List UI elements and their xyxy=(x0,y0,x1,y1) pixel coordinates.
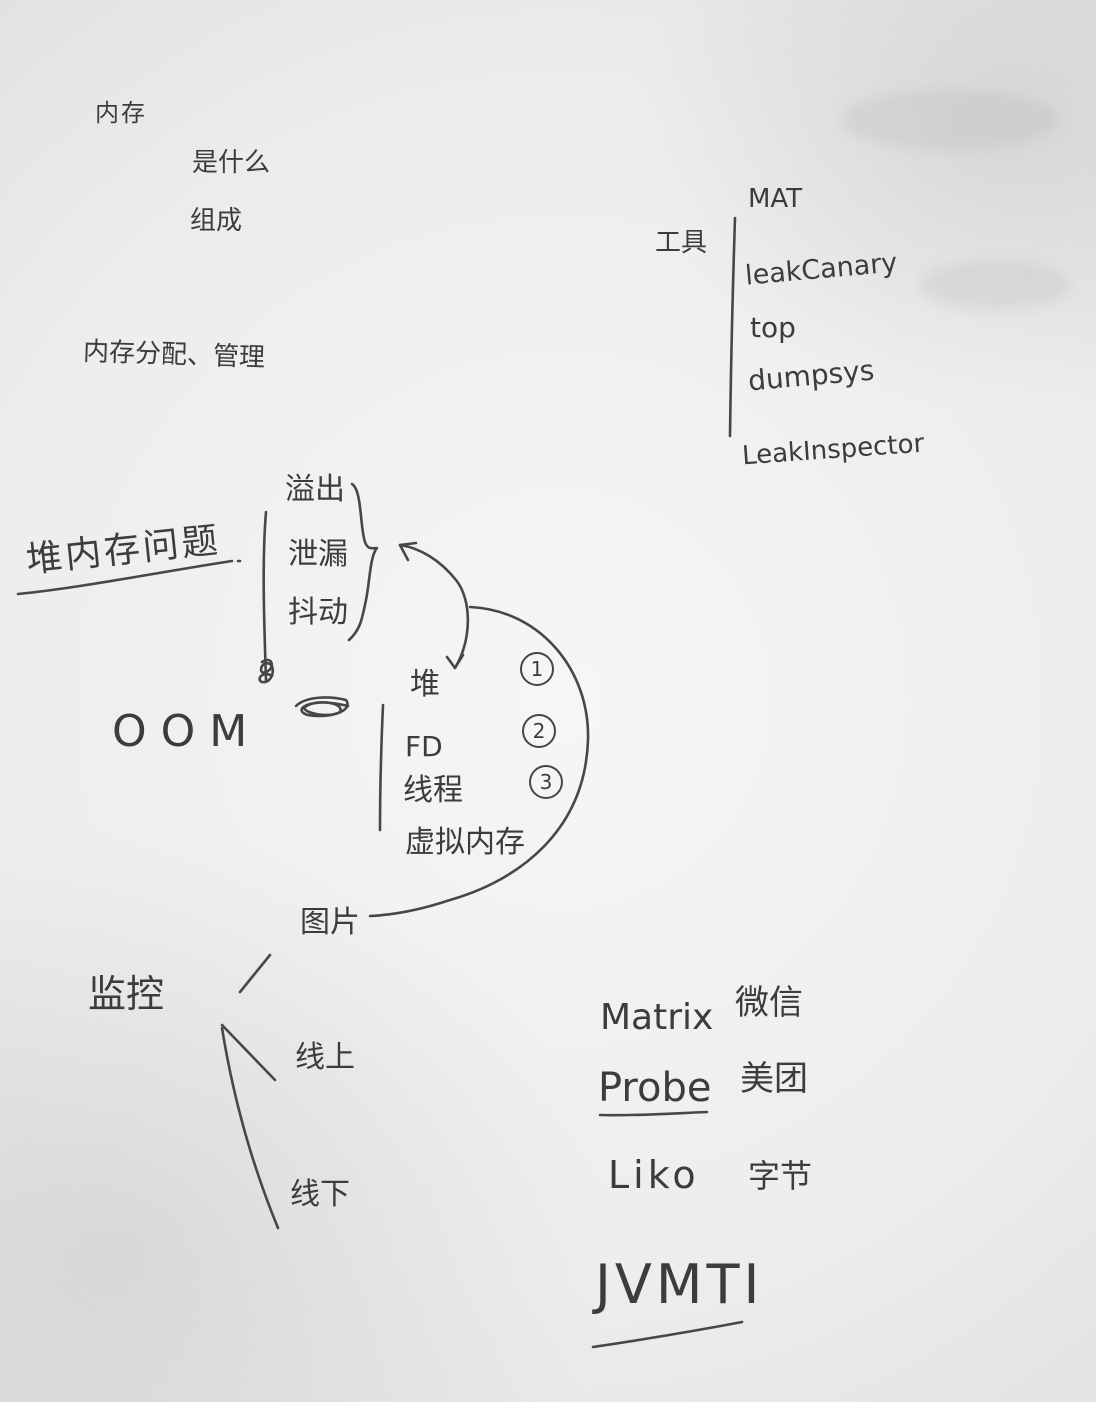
heap-problem-item: 抖动 xyxy=(288,595,348,630)
solution-company: 微信 xyxy=(735,983,803,1023)
monitoring-label: 监控 xyxy=(88,972,165,1016)
tools-label: 工具 xyxy=(655,228,708,258)
oom-scribble xyxy=(294,696,350,718)
scribble-mark xyxy=(258,658,275,684)
heap-arrow-curve xyxy=(398,543,470,670)
memory-composition: 组成 xyxy=(190,206,243,236)
heap-problems-left-bracket xyxy=(262,510,268,682)
monitoring-item: 线上 xyxy=(295,1040,355,1075)
memory-title: 内存 xyxy=(95,99,147,127)
eraser-smudge xyxy=(840,90,1060,150)
probe-underline xyxy=(598,1110,709,1117)
arrowhead-up xyxy=(398,541,418,562)
solution-company: 美团 xyxy=(740,1059,808,1099)
heap-problems-underline xyxy=(16,559,234,596)
oom-cause-item: FD xyxy=(405,730,443,763)
solution-name: Liko xyxy=(608,1153,700,1197)
oom-label: OOM xyxy=(112,706,262,757)
oom-cause-item: 虚拟内存 xyxy=(405,825,525,860)
circled-number: 1 xyxy=(520,652,554,686)
monitoring-branch-offline xyxy=(220,1026,280,1230)
jvmti-underline xyxy=(591,1320,744,1349)
circled-number: 3 xyxy=(529,765,563,799)
tools-bracket-line xyxy=(728,216,737,438)
tool-item: top xyxy=(750,311,796,344)
oom-causes-line xyxy=(378,703,385,832)
heap-problems-right-brace xyxy=(347,482,379,642)
monitoring-branch-online xyxy=(220,1023,277,1082)
solution-company: 字节 xyxy=(748,1157,813,1195)
arrowhead-down xyxy=(445,653,465,670)
memory-allocation: 内存分配、管理 xyxy=(82,336,266,374)
jvmti-label: JVMTI xyxy=(595,1253,764,1316)
eraser-smudge xyxy=(920,260,1070,310)
tool-item: MAT xyxy=(748,184,803,214)
image-link-curve xyxy=(368,605,590,918)
oom-cause-item: 线程 xyxy=(403,773,463,808)
oom-cause-item: 堆 xyxy=(410,667,440,702)
memory-what: 是什么 xyxy=(192,148,271,178)
monitoring-branch-image xyxy=(238,953,272,994)
heap-problem-item: 溢出 xyxy=(285,472,345,507)
circled-number: 2 xyxy=(522,714,556,748)
monitoring-item: 图片 xyxy=(300,905,360,940)
monitoring-item: 线下 xyxy=(290,1177,350,1212)
solution-name: Probe xyxy=(598,1065,712,1111)
solution-name: Matrix xyxy=(600,997,714,1038)
heap-problem-item: 泄漏 xyxy=(288,537,348,572)
